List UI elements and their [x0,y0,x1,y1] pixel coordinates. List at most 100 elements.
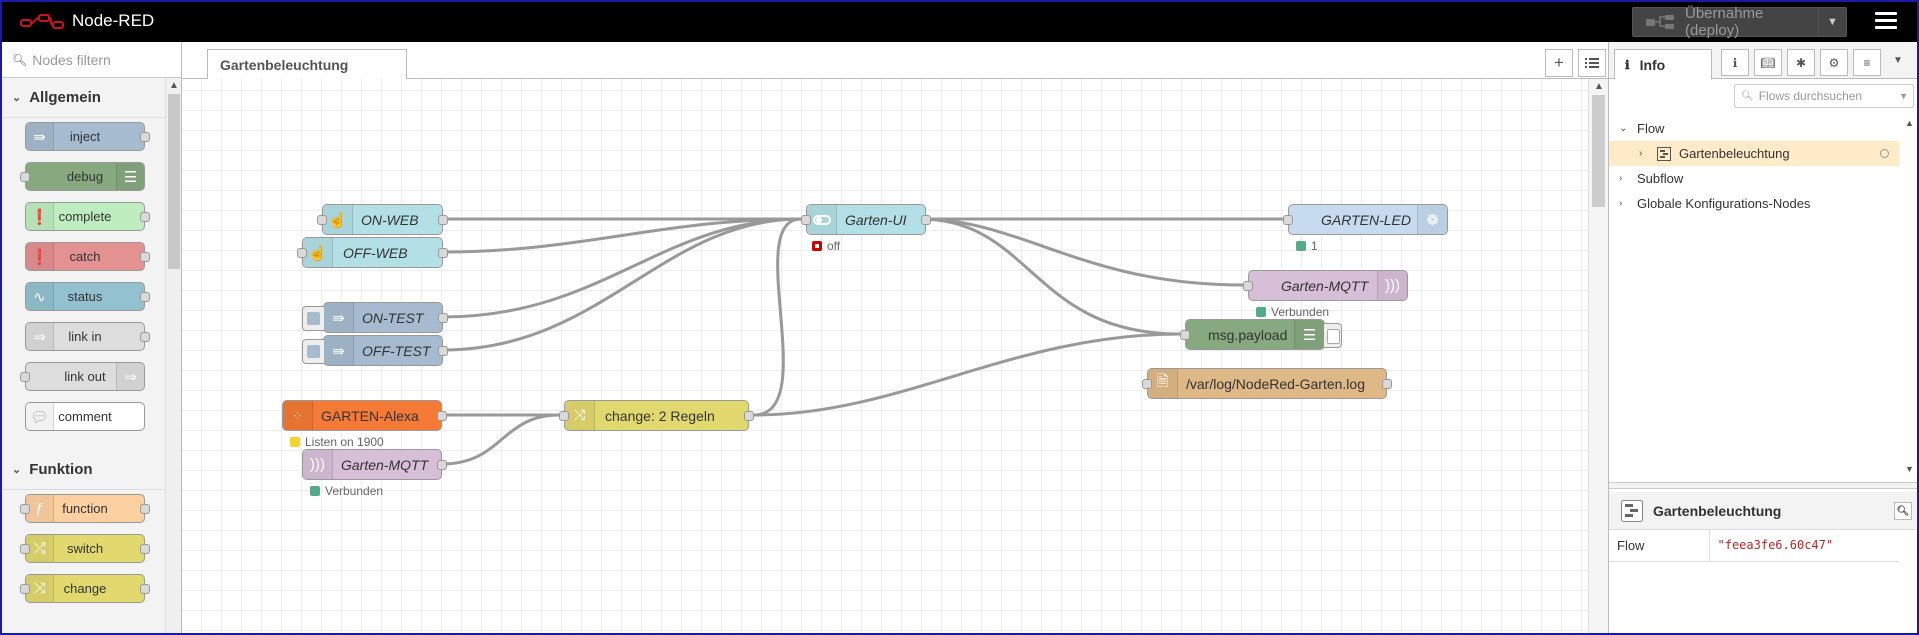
input-port[interactable] [1283,215,1293,225]
debug-tab-button[interactable]: ✱ [1787,49,1815,76]
input-port[interactable] [559,411,569,421]
tree-item-flow[interactable]: ⌄ Flow [1609,116,1899,141]
palette-node-label: change [63,581,107,596]
palette-node-switch[interactable]: ⤮switch [20,534,150,563]
deploy-button[interactable]: Übernahme (deploy) ▼ [1632,5,1847,39]
node-garten-ui[interactable]: Garten-UI [801,204,931,235]
context-tab-button[interactable]: ≡ [1853,49,1881,76]
output-port[interactable] [437,460,447,470]
status-dot [1296,241,1306,251]
tree-item-subflow[interactable]: › Subflow [1609,166,1899,191]
output-port[interactable] [438,313,448,323]
palette-node-inject[interactable]: ⇛inject [25,122,150,151]
palette-node-status[interactable]: ∿status [25,282,150,311]
node-change[interactable]: ⤨ change: 2 Regeln [559,400,754,431]
scroll-up-icon[interactable]: ▲ [1905,118,1914,128]
chevron-right-icon[interactable]: › [1619,173,1623,184]
palette-node-debug[interactable]: ☰debug [20,162,145,191]
tree-scrollbar[interactable]: ▲ ▼ [1902,116,1917,476]
sidebar-menu-caret-icon[interactable]: ▼ [1893,55,1903,66]
deploy-options-caret-icon[interactable]: ▼ [1818,8,1846,36]
output-port[interactable] [438,248,448,258]
tab-gartenbeleuchtung[interactable]: Gartenbeleuchtung [207,49,407,80]
palette-node-complete[interactable]: ❗complete [25,202,150,231]
chevron-down-icon[interactable]: ⌄ [1619,123,1628,134]
node-garten-mqtt-out[interactable]: Garten-MQTT ))) [1243,270,1408,301]
tree-item-gartenbeleuchtung[interactable]: › Gartenbeleuchtung [1609,141,1899,166]
node-garten-alexa[interactable]: ⁘ GARTEN-Alexa [282,400,447,431]
link-out-icon: ⇒ [116,363,144,390]
output-port[interactable] [1382,379,1392,389]
input-port[interactable] [297,248,307,258]
add-flow-button[interactable]: + [1545,49,1573,77]
node-on-web[interactable]: ☝ ON-WEB [317,204,448,235]
node-label: GARTEN-Alexa [321,408,419,424]
workspace-vertical-scrollbar[interactable]: ▲ [1588,79,1608,633]
input-port[interactable] [1180,330,1190,340]
flow-canvas[interactable]: ☝ ON-WEB ☝ OFF-WEB ⇛ ON-TEST [182,79,1588,633]
palette-node-link-out[interactable]: ⇒link out [20,362,145,391]
scroll-up-icon[interactable]: ▲ [169,80,179,91]
sidebar-resize-handle[interactable] [1609,482,1917,489]
palette-node-catch[interactable]: ❗catch [25,242,150,271]
output-port[interactable] [438,346,448,356]
comment-icon: 💬︎ [26,403,54,430]
palette-category-allgemein[interactable]: ⌄Allgemein [2,78,165,118]
flows-search-input[interactable]: 🔍︎ Flows durchsuchen ▼ [1734,84,1914,108]
debug-toggle-button[interactable] [1324,323,1342,348]
scroll-up-icon[interactable]: ▲ [1594,81,1604,92]
gear-icon: ⚙ [1828,55,1840,70]
palette-node-link-in[interactable]: ⇒link in [25,322,150,351]
status-text: off [827,239,841,253]
inject-trigger-button[interactable] [302,306,324,331]
info-tab-button[interactable]: ℹ [1721,49,1749,76]
chevron-down-icon[interactable]: ⌄ [12,464,22,476]
workspace-scroll-thumb[interactable] [1592,95,1605,207]
node-off-web[interactable]: ☝ OFF-WEB [297,237,448,268]
input-port[interactable] [801,215,811,225]
node-file-log[interactable]: 🗎︎ /var/log/NodeRed-Garten.log [1142,368,1392,399]
flows-search-placeholder: Flows durchsuchen [1758,89,1863,103]
search-icon[interactable]: 🔍︎ [1894,502,1912,520]
database-icon: ≡ [1863,55,1871,70]
node-msg-payload-debug[interactable]: msg.payload ☰ [1180,319,1342,350]
config-tab-button[interactable]: ⚙ [1820,49,1848,76]
palette-scrollbar[interactable]: ▲ [165,78,181,633]
scroll-down-icon[interactable]: ▼ [1905,464,1914,474]
wire [753,332,1181,417]
node-on-test[interactable]: ⇛ ON-TEST [302,302,448,333]
node-garten-led[interactable]: GARTEN-LED ❁ [1283,204,1448,235]
app-title: Node-RED [72,11,155,30]
palette-node-comment[interactable]: 💬︎comment [25,402,145,431]
search-options-caret-icon[interactable]: ▼ [1899,91,1908,101]
node-off-test[interactable]: ⇛ OFF-TEST [302,335,448,366]
input-port[interactable] [1142,379,1152,389]
input-port[interactable] [317,215,327,225]
output-port[interactable] [921,215,931,225]
output-port[interactable] [744,411,754,421]
debug-icon: ☰ [1294,320,1324,349]
input-port[interactable] [1243,281,1253,291]
status-text: Verbunden [325,484,384,498]
palette-category-funktion[interactable]: ⌄Funktion [2,450,165,490]
chevron-down-icon[interactable]: ⌄ [12,92,22,104]
main-menu-icon[interactable] [1875,12,1897,32]
wire [442,217,802,319]
palette-search-input[interactable]: 🔍︎ Nodes filtern [2,42,181,78]
chevron-right-icon[interactable]: › [1639,148,1643,159]
output-port[interactable] [437,411,447,421]
tree-item-global-config[interactable]: › Globale Konfigurations-Nodes [1609,191,1899,216]
status-text: Verbunden [1271,305,1330,319]
inject-trigger-button[interactable] [302,339,324,364]
button-hand-icon: ☝ [323,205,353,234]
flow-list-button[interactable] [1578,49,1606,77]
palette-node-change[interactable]: ⤨change [20,574,150,603]
help-tab-button[interactable]: 📖︎ [1754,49,1782,76]
chevron-right-icon[interactable]: › [1619,198,1623,209]
node-garten-mqtt-in[interactable]: ))) Garten-MQTT [302,449,447,480]
output-port[interactable] [438,215,448,225]
palette-scroll-thumb[interactable] [168,94,180,269]
tab-info[interactable]: ℹ Info [1614,49,1712,80]
